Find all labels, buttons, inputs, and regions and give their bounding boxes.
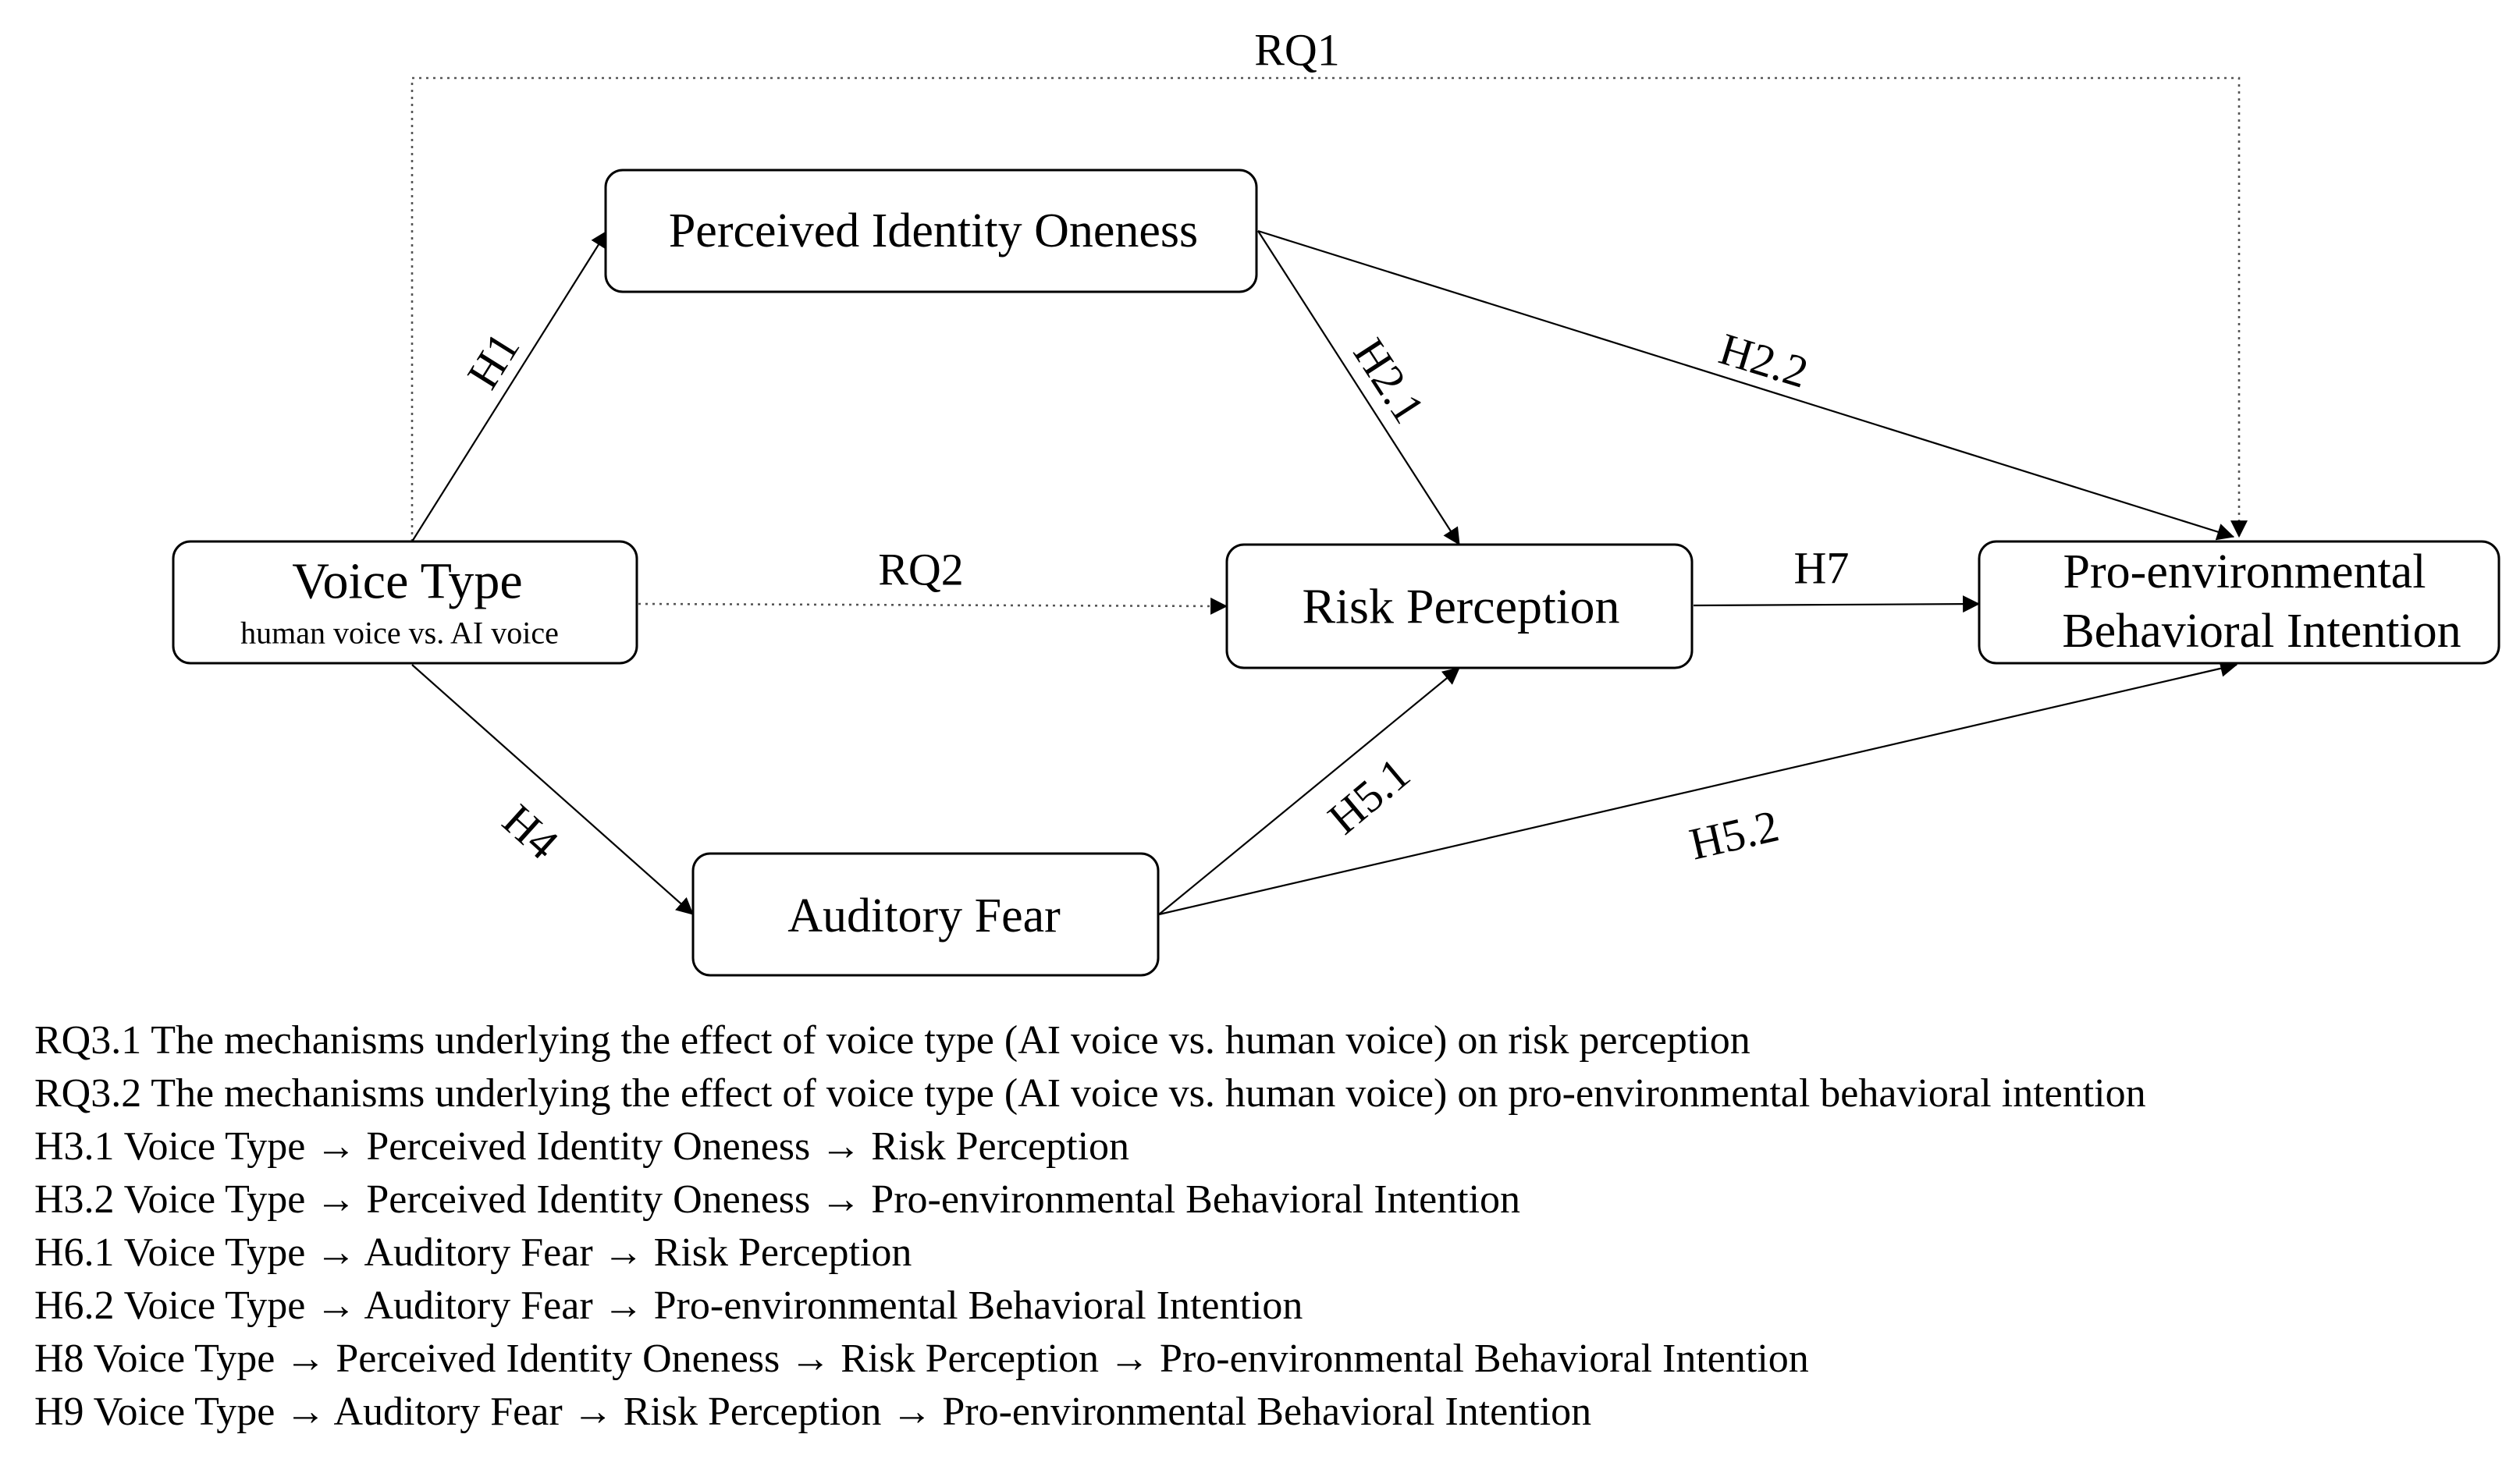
- node-voice-type: Voice Type human voice vs. AI voice: [172, 540, 638, 665]
- note-h9: H9 Voice Type → Auditory Fear → Risk Per…: [34, 1390, 1592, 1434]
- note-h8: H8 Voice Type → Perceived Identity Onene…: [34, 1337, 1809, 1381]
- edge-h5-1-arrow: [1158, 667, 1460, 915]
- note-rq3-2: RQ3.2 The mechanisms underlying the effe…: [34, 1071, 2146, 1116]
- note-h3-1: H3.1 Voice Type → Perceived Identity One…: [34, 1124, 1130, 1169]
- node-voice-type-label: Voice Type: [292, 553, 522, 610]
- edge-h4-arrow: [411, 664, 694, 915]
- edge-label-h4: H4: [493, 794, 568, 869]
- edge-h2-2-arrow: [1257, 229, 2235, 541]
- edge-label-h1: H1: [457, 324, 530, 398]
- edge-h1-arrow: [411, 230, 608, 542]
- node-auditory-fear: Auditory Fear: [691, 852, 1160, 977]
- edge-rq1-dotted-path: [411, 76, 2248, 541]
- edge-label-h7: H7: [1794, 543, 1850, 594]
- node-identity-label: Perceived Identity Oneness: [669, 204, 1198, 257]
- edge-h2-1-arrow: [1257, 230, 1460, 545]
- node-pro-environmental-intention: Pro-environmental Behavioral Intention: [1978, 540, 2500, 665]
- note-h6-1: H6.1 Voice Type → Auditory Fear → Risk P…: [34, 1230, 912, 1275]
- edge-h7-arrow: [1693, 595, 1981, 613]
- note-h3-2: H3.2 Voice Type → Perceived Identity One…: [34, 1177, 1521, 1222]
- note-h6-2: H6.2 Voice Type → Auditory Fear → Pro-en…: [34, 1283, 1303, 1328]
- node-risk-perception: Risk Perception: [1225, 543, 1694, 669]
- node-fear-label: Auditory Fear: [787, 889, 1061, 942]
- edge-label-h2-2: H2.2: [1714, 323, 1814, 398]
- edge-label-h5-2: H5.2: [1685, 800, 1783, 869]
- node-voice-type-sublabel: human voice vs. AI voice: [240, 616, 559, 651]
- edge-label-rq2: RQ2: [878, 545, 964, 595]
- node-intention-label-line2: Behavioral Intention: [2062, 605, 2461, 658]
- node-perceived-identity-oneness: Perceived Identity Oneness: [604, 169, 1258, 293]
- note-rq3-1: RQ3.1 The mechanisms underlying the effe…: [34, 1018, 1750, 1063]
- node-intention-label-line1: Pro-environmental: [2063, 545, 2426, 598]
- edge-label-h5-1: H5.1: [1318, 747, 1419, 843]
- edge-rq2-dotted-path: [638, 597, 1228, 615]
- edge-label-h2-1: H2.1: [1344, 329, 1435, 431]
- hypotheses-notes-list: RQ3.1 The mechanisms underlying the effe…: [34, 1014, 2500, 1439]
- node-risk-label: Risk Perception: [1302, 579, 1619, 634]
- edge-label-rq1: RQ1: [1254, 25, 1340, 76]
- edge-h5-2-arrow: [1158, 660, 2238, 916]
